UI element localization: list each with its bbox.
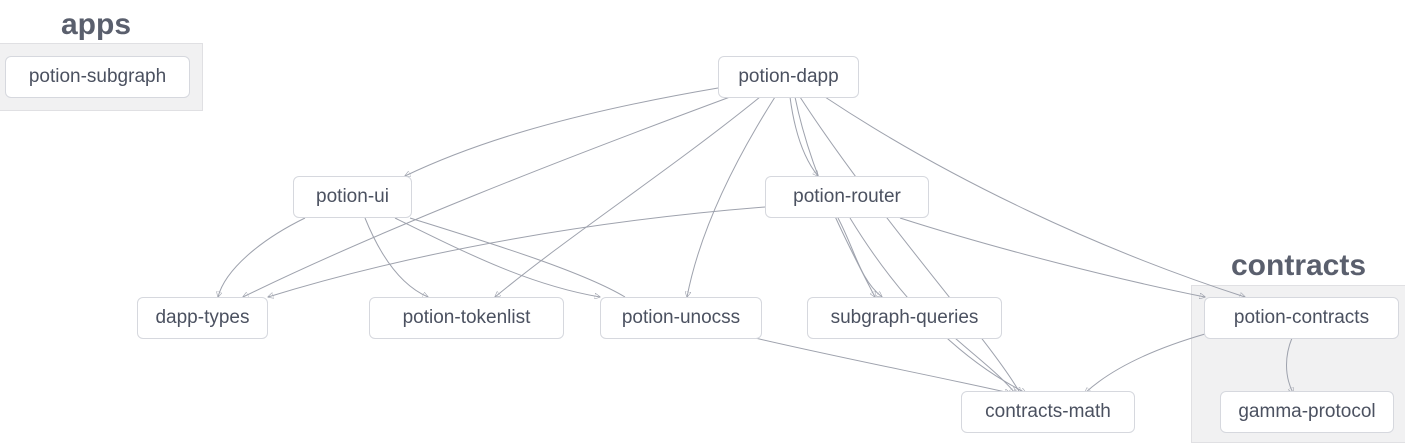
node-potion-tokenlist[interactable]: potion-tokenlist [369, 297, 564, 339]
edge-dapp-types [243, 96, 731, 297]
edge-unocss-math [754, 337, 1010, 393]
edge-router-subgraph [837, 217, 882, 297]
edge-dapp-unocss [687, 96, 776, 297]
node-potion-router[interactable]: potion-router [765, 176, 929, 218]
node-potion-ui[interactable]: potion-ui [293, 176, 412, 218]
edge-dapp-ui [405, 87, 719, 176]
node-potion-unocss[interactable]: potion-unocss [600, 297, 762, 339]
edge-dapp-router [789, 96, 818, 176]
node-contracts-math[interactable]: contracts-math [961, 391, 1135, 433]
node-subgraph-queries[interactable]: subgraph-queries [807, 297, 1002, 339]
node-potion-subgraph[interactable]: potion-subgraph [5, 56, 190, 98]
edge-ui-unocss [394, 217, 600, 297]
edge-contracts-math [1085, 333, 1206, 393]
edge-ui-tokenlist [364, 217, 428, 297]
node-dapp-types[interactable]: dapp-types [137, 297, 268, 339]
edge-contracts-gamma [1286, 337, 1294, 393]
apps-group-title: apps [61, 8, 132, 41]
contracts-group-title: contracts [1231, 249, 1367, 282]
edge-subgraph-math [954, 337, 1015, 393]
node-potion-dapp[interactable]: potion-dapp [718, 56, 859, 98]
edge-dapp-contracts [824, 96, 1245, 297]
edge-dapp-tokenlist [495, 96, 761, 297]
edge-dapp-math [799, 96, 1020, 393]
edge-ui-types [218, 217, 306, 297]
edge-router-types [268, 206, 766, 297]
node-potion-contracts[interactable]: potion-contracts [1204, 297, 1399, 339]
node-gamma-protocol[interactable]: gamma-protocol [1220, 391, 1394, 433]
edge-router-contracts [899, 217, 1205, 297]
edge-ui-unocss-2 [409, 217, 626, 298]
